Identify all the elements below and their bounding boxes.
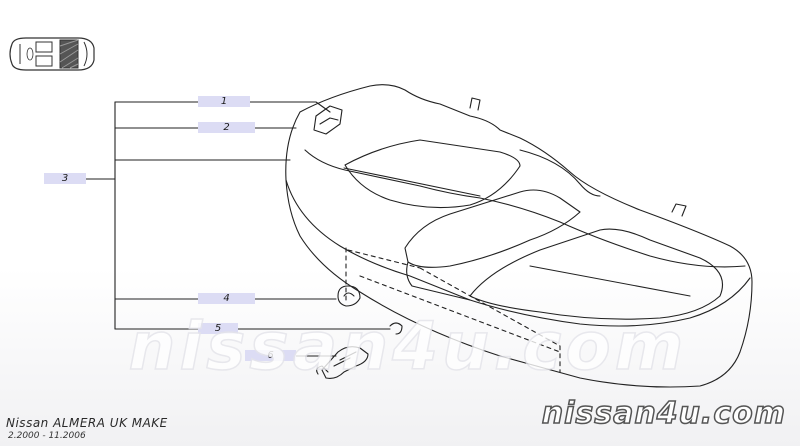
part-label-1[interactable]: 1 [198,96,250,107]
site-logo: nissan4u.com [541,395,786,432]
car-top-view-icon [9,37,95,71]
model-caption: Nissan ALMERA UK MAKE [6,416,168,430]
left-panel [344,139,521,209]
leader-3 [85,159,291,180]
period-caption: 2.2000 - 11.2006 [8,431,86,441]
buckle-part [313,105,343,135]
hook-part [337,285,361,307]
part-label-6[interactable]: 6 [245,350,296,361]
part-label-5[interactable]: 5 [198,323,238,334]
watermark-logo: nissan4u.com [128,307,688,386]
clip-part [389,322,403,335]
part-label-4[interactable]: 4 [198,293,255,304]
bracket-part [321,346,369,379]
right-panel [469,228,724,320]
seat-outline [285,84,753,388]
part-label-3[interactable]: 3 [44,173,86,184]
svg-text:nissan4u.com: nissan4u.com [129,308,688,385]
part-label-2[interactable]: 2 [198,122,255,133]
middle-panel [404,189,581,268]
